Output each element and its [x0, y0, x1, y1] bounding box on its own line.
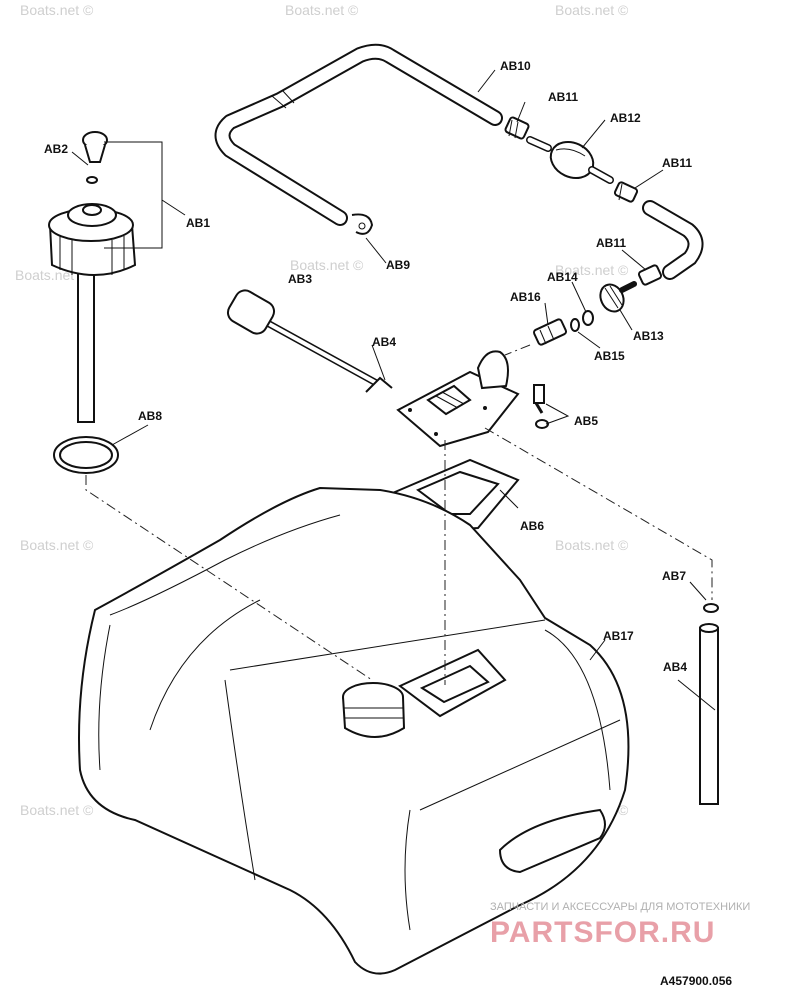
label-ab16: AB16	[510, 290, 541, 304]
connector-ab11-right	[613, 181, 639, 203]
pickup-tube-ab4	[699, 623, 719, 805]
assembly-line-ab4	[484, 427, 713, 600]
connector-ab11-top	[504, 116, 530, 140]
fuel-gauge-float-ab3	[226, 289, 393, 393]
fuel-hose-lower	[642, 200, 704, 280]
label-ab1: AB1	[186, 216, 210, 230]
label-ab9: AB9	[386, 258, 410, 272]
label-ab13: AB13	[633, 329, 664, 343]
fuel-connector-ab13	[599, 281, 637, 313]
label-ab7: AB7	[662, 569, 686, 583]
leader-lines	[71, 69, 716, 711]
watermark-2: Boats.net ©	[555, 2, 629, 18]
assembly-line-ab8	[85, 475, 373, 681]
label-ab2: AB2	[44, 142, 68, 156]
brand-name: PARTSFOR.RU	[490, 916, 715, 949]
gauge-plate-ab4	[396, 350, 520, 448]
watermark-10: Boats.net ©	[20, 802, 94, 818]
fuel-tank-ab17	[78, 486, 630, 975]
vent-knob-ab2	[82, 131, 108, 184]
o-ring-ab15	[570, 318, 580, 332]
label-ab11-c: AB11	[596, 236, 626, 250]
label-ab8: AB8	[138, 409, 162, 423]
label-ab15: AB15	[594, 349, 625, 363]
label-ab11-b: AB11	[662, 156, 692, 170]
screw-ab5	[533, 384, 549, 429]
label-ab6: AB6	[520, 519, 544, 533]
label-ab5: AB5	[574, 414, 598, 428]
part-labels: AB1 AB2 AB3 AB4 AB5 AB6 AB7 AB8 AB9 AB10…	[44, 59, 692, 674]
drawing-code: A457900.056	[660, 974, 732, 988]
fuel-hose-ab10	[214, 43, 503, 226]
o-ring-ab7	[703, 603, 719, 613]
connector-ab11-lower	[637, 264, 663, 286]
fitting-ab16	[533, 318, 567, 346]
fuel-cap-ab1	[48, 203, 137, 423]
label-ab12: AB12	[610, 111, 641, 125]
label-ab14: AB14	[547, 270, 578, 284]
label-ab4-right: AB4	[663, 660, 687, 674]
watermark-3: Boats.net ©	[20, 2, 94, 18]
label-ab17: AB17	[603, 629, 634, 643]
watermark-6: Boats.net ©	[555, 262, 629, 278]
watermark-5: Boats.net ©	[290, 257, 364, 273]
washer-ab14	[582, 310, 594, 326]
brand-tagline: ЗАПЧАСТИ И АКСЕССУАРЫ ДЛЯ МОТОТЕХНИКИ	[490, 901, 750, 913]
watermark-7: Boats.net ©	[20, 537, 94, 553]
label-ab11-a: AB11	[548, 90, 578, 104]
watermark-9: Boats.net ©	[555, 537, 629, 553]
brand-logo: ЗАПЧАСТИ И АКСЕССУАРЫ ДЛЯ МОТОТЕХНИКИ PA…	[490, 901, 750, 949]
hose-clamp-ab9	[351, 213, 374, 235]
label-ab10: AB10	[500, 59, 531, 73]
label-ab4-top: AB4	[372, 335, 396, 349]
primer-bulb-ab12	[526, 136, 614, 184]
label-ab3: AB3	[288, 272, 312, 286]
o-ring-ab8	[53, 436, 119, 474]
assembly-line-fitting	[504, 344, 531, 356]
watermark-1: Boats.net ©	[285, 2, 359, 18]
